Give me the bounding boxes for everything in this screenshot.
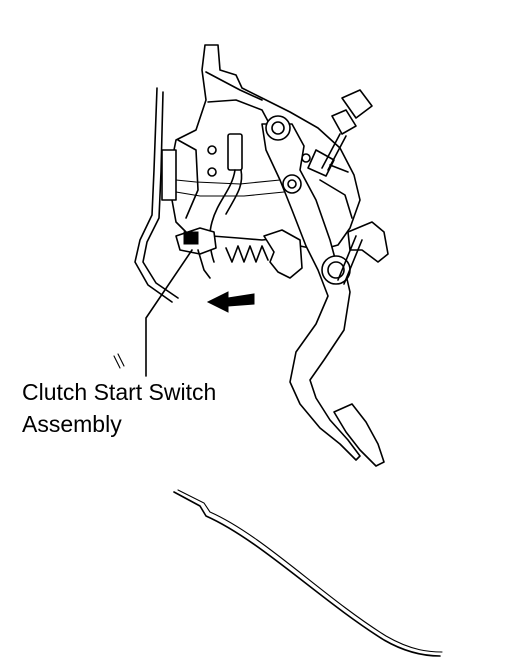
top-connector bbox=[307, 89, 373, 177]
lower-cable bbox=[173, 489, 443, 657]
clutch-start-switch bbox=[175, 227, 217, 279]
dash-panel bbox=[113, 87, 179, 369]
switch-wiring bbox=[161, 133, 285, 263]
callout-label-line1: Clutch Start Switch bbox=[22, 379, 217, 405]
callout-label-line2: Assembly bbox=[22, 411, 122, 437]
direction-arrow bbox=[206, 291, 255, 313]
callout-label: Clutch Start Switch Assembly bbox=[22, 376, 282, 440]
stopper-bracket bbox=[263, 229, 303, 279]
clutch-pedal-arm bbox=[261, 115, 361, 461]
pedal-pad bbox=[333, 403, 385, 467]
callout-leader-line bbox=[145, 249, 193, 377]
turnover-spring bbox=[225, 221, 389, 285]
